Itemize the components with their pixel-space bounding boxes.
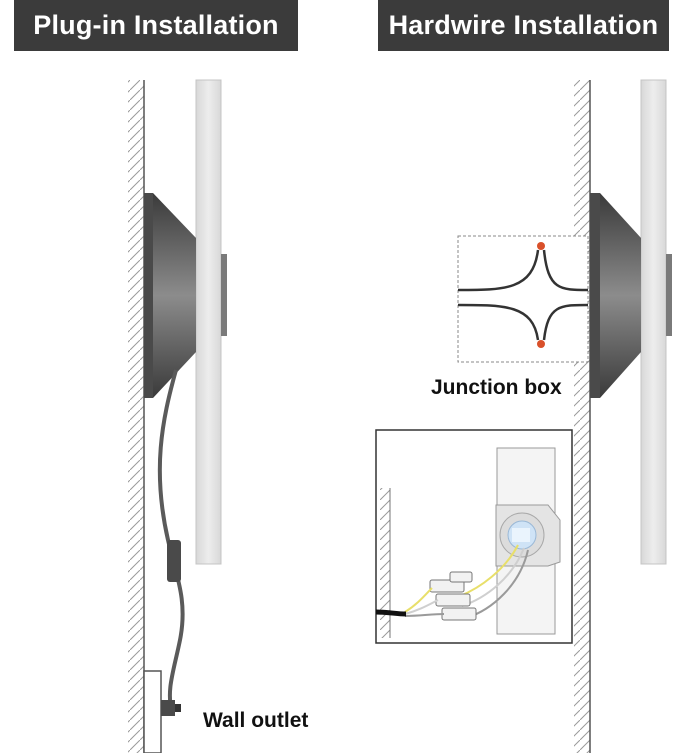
plugin-mount-cone xyxy=(144,193,196,398)
hardwire-wall xyxy=(574,80,591,753)
wire-tip-top xyxy=(537,242,545,250)
wiring-inset xyxy=(375,429,573,644)
electrical-box xyxy=(495,504,561,567)
hardwire-installation-header: Hardwire Installation xyxy=(378,0,669,51)
junction-box-label: Junction box xyxy=(431,376,562,399)
plugin-mirror-panel xyxy=(195,79,227,565)
plugin-power-cord xyxy=(157,369,185,713)
wall-outlet-label: Wall outlet xyxy=(203,709,309,732)
wire-tip-bottom xyxy=(537,340,545,348)
junction-box-detail xyxy=(457,235,589,363)
hardwire-mount-cone xyxy=(590,193,641,398)
wall-outlet xyxy=(143,670,181,753)
wire-connectors xyxy=(429,571,477,621)
plugin-installation-header: Plug-in Installation xyxy=(14,0,298,51)
plugin-wall xyxy=(128,80,145,753)
hardwire-mirror-panel xyxy=(640,79,672,565)
